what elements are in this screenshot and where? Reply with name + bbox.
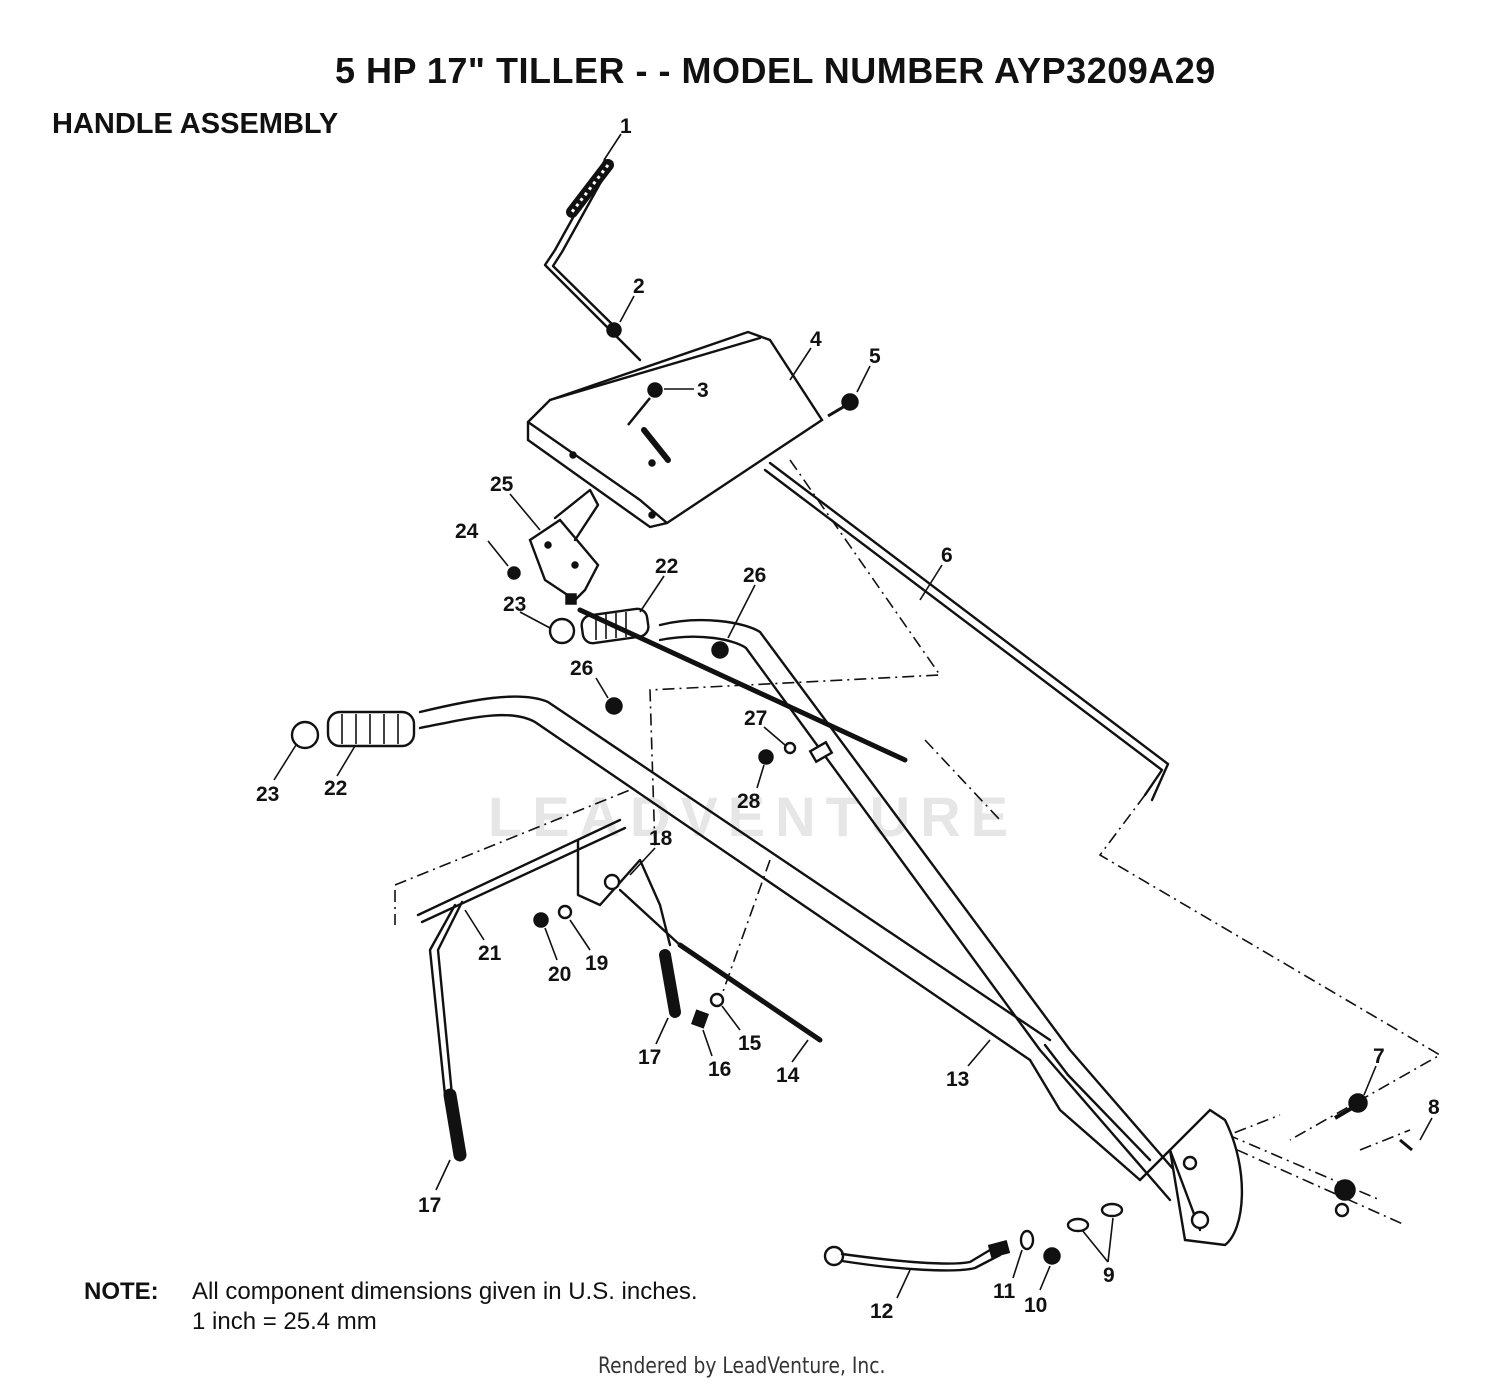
part-25-throttle-bracket	[528, 488, 600, 605]
callout-27: 27	[744, 707, 767, 730]
part-9-washer-b	[1100, 1202, 1124, 1218]
callout-18: 18	[649, 827, 673, 850]
callout-8: 8	[1428, 1096, 1440, 1119]
part-10-nut	[1043, 1247, 1061, 1265]
part-6-rod	[763, 461, 1170, 802]
part-20-nut	[533, 912, 549, 928]
callout-25: 25	[490, 473, 514, 496]
part-17-grip-lower	[443, 1088, 467, 1162]
callout-15: 15	[738, 1032, 762, 1055]
callout-6: 6	[941, 544, 953, 567]
part-26-nut-upper	[711, 641, 729, 659]
part-28-nut	[758, 749, 774, 765]
callout-7: 7	[1373, 1045, 1385, 1068]
part-19-washer	[557, 904, 573, 920]
callout-20: 20	[548, 963, 571, 986]
part-8-pin	[1399, 1138, 1413, 1152]
part-1-shift-rod	[543, 158, 642, 362]
part-11-washer	[1019, 1229, 1035, 1251]
dimension-note: NOTE: All component dimensions given in U…	[84, 1277, 698, 1337]
callout-1: 1	[620, 115, 632, 138]
callout-5: 5	[869, 345, 881, 368]
part-12-lever	[823, 1239, 1011, 1272]
callout-13: 13	[946, 1068, 969, 1091]
part-15-clip	[709, 992, 725, 1008]
callout-22-right: 22	[655, 555, 678, 578]
part-24-nut	[507, 566, 521, 580]
callout-10: 10	[1024, 1294, 1047, 1317]
part-2-nut	[606, 322, 622, 338]
callout-19: 19	[585, 952, 608, 975]
callout-26-lower: 26	[570, 657, 593, 680]
note-line-1: All component dimensions given in U.S. i…	[192, 1278, 698, 1305]
part-27-washer	[783, 741, 797, 755]
page-title: 5 HP 17" TILLER - - MODEL NUMBER AYP3209…	[335, 50, 1216, 91]
callout-23-right: 23	[503, 593, 526, 616]
part-13-handle-bar	[418, 618, 1202, 1202]
part-14-cable	[577, 607, 908, 1043]
callout-17-middle: 17	[638, 1046, 661, 1069]
part-26-nut-lower	[605, 697, 623, 715]
callout-numbers: 1 2 3 4 5 6 7 8 9 10 11 12 13 14 15 16 1…	[256, 115, 1440, 1323]
part-18-clip	[603, 873, 621, 891]
note-label: NOTE:	[84, 1278, 159, 1305]
note-line-2: 1 inch = 25.4 mm	[192, 1308, 377, 1335]
callout-3: 3	[697, 379, 709, 402]
callout-12: 12	[870, 1300, 893, 1323]
callout-4: 4	[810, 328, 822, 351]
callout-22-left: 22	[324, 777, 347, 800]
callout-21: 21	[478, 942, 502, 965]
callout-26-upper: 26	[743, 564, 766, 587]
part-22-grip-left	[326, 710, 416, 748]
callout-28: 28	[737, 790, 761, 813]
leader-lines	[273, 133, 1433, 1299]
part-9-washer-a	[1066, 1217, 1090, 1233]
cable-clip	[808, 740, 834, 764]
callout-16: 16	[708, 1058, 731, 1081]
callout-14: 14	[776, 1064, 800, 1087]
callout-2: 2	[633, 275, 645, 298]
part-23-end-cap-left	[290, 720, 320, 750]
part-5-bolt	[827, 393, 859, 418]
callout-23-left: 23	[256, 783, 279, 806]
footer-credit: Rendered by LeadVenture, Inc.	[598, 1354, 886, 1379]
part-4-control-panel	[526, 330, 824, 529]
part-3-screw	[627, 382, 663, 426]
callout-24: 24	[455, 520, 479, 543]
callout-9: 9	[1103, 1264, 1115, 1287]
assembly-title: HANDLE ASSEMBLY	[52, 108, 339, 140]
part-7-bolt	[1333, 1093, 1368, 1120]
handle-base-bracket	[1138, 1108, 1356, 1247]
part-16-fastener	[691, 1009, 709, 1029]
callout-17-lower: 17	[418, 1194, 441, 1217]
callout-11: 11	[993, 1280, 1016, 1303]
part-17-grip-middle	[659, 949, 681, 1018]
part-23-end-cap-right	[548, 617, 576, 645]
